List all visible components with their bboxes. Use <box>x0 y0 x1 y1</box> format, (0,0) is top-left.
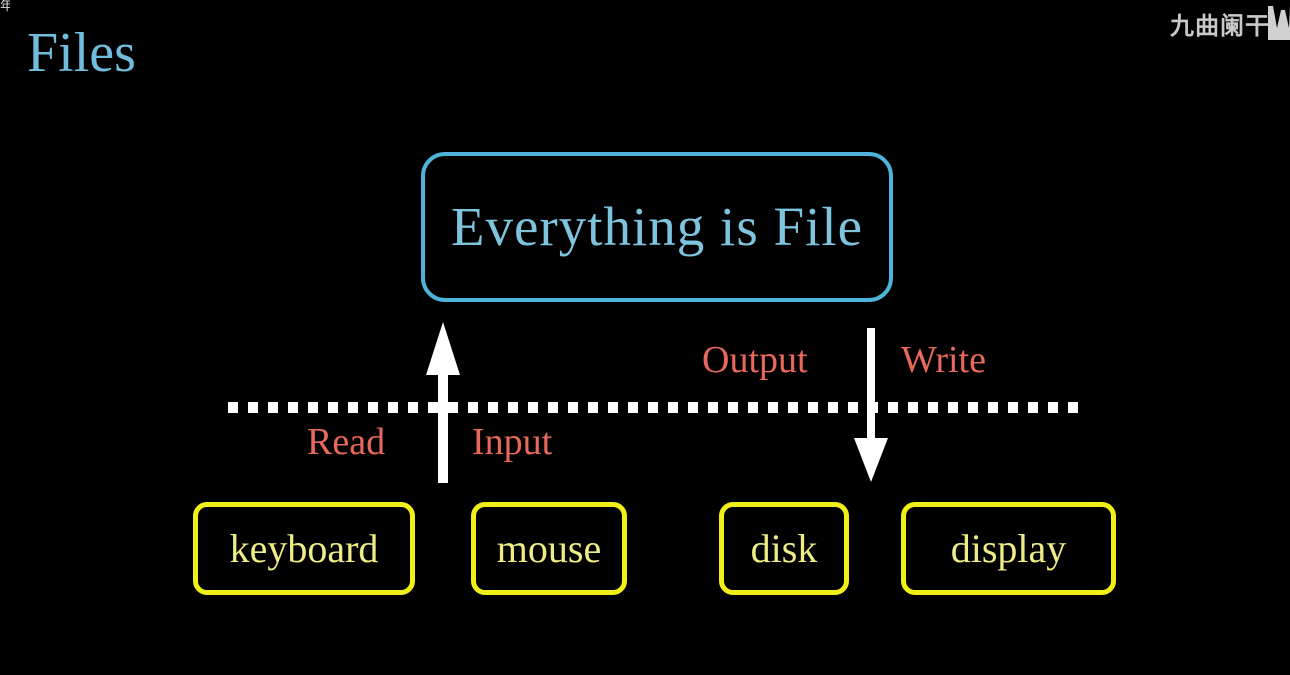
device-label: mouse <box>496 525 602 571</box>
device-box-disk: disk <box>719 502 849 595</box>
flow-label-read: Read <box>307 421 386 463</box>
flow-label-output: Output <box>702 339 808 381</box>
device-box-display: display <box>901 502 1116 595</box>
dotted-boundary-line <box>228 402 1086 413</box>
page-title: Files <box>27 22 136 84</box>
watermark: 九曲阑干 <box>1170 6 1290 41</box>
device-box-keyboard: keyboard <box>193 502 415 595</box>
device-box-mouse: mouse <box>471 502 627 595</box>
flow-label-input: Input <box>472 421 553 463</box>
arrow-down-icon <box>845 326 897 491</box>
arrow-up-icon <box>417 320 469 490</box>
corner-watermark-stub: 年 <box>0 0 10 14</box>
concept-box-everything-is-file: Everything is File <box>421 152 893 302</box>
flow-label-write: Write <box>901 339 986 381</box>
w-logo-icon <box>1268 6 1290 40</box>
concept-box-label: Everything is File <box>450 196 864 257</box>
device-label: display <box>950 525 1067 571</box>
device-label: disk <box>750 525 818 571</box>
watermark-text: 九曲阑干 <box>1170 12 1270 40</box>
device-label: keyboard <box>229 525 379 571</box>
